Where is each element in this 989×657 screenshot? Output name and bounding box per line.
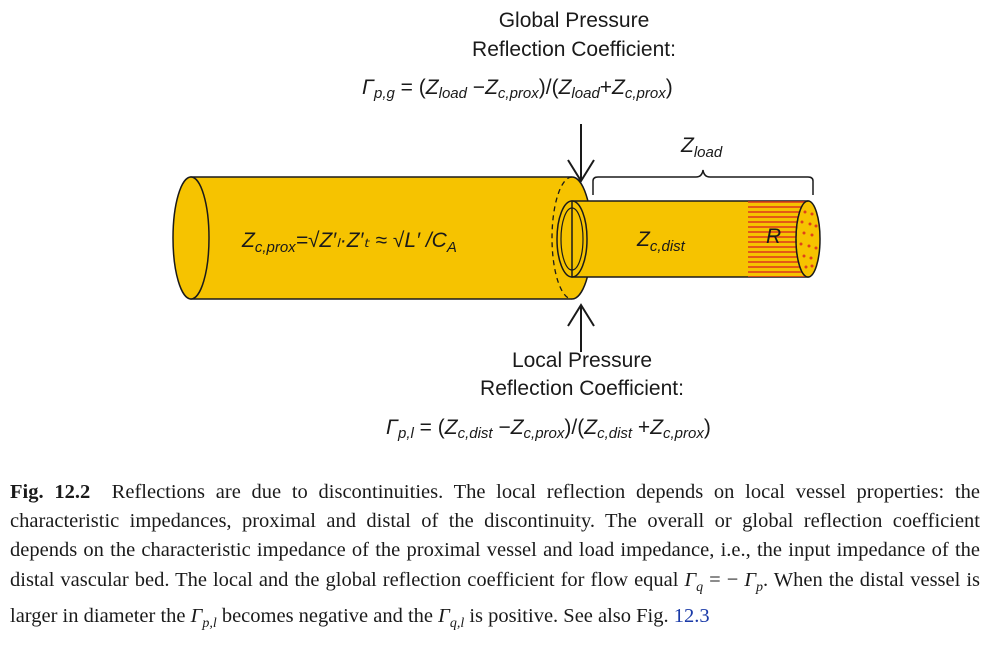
local-reflection-equation: Γp,l = (Zc,dist −Zc,prox)/(Zc,dist +Zc,p…	[386, 416, 711, 442]
distal-impedance-label: Zc,dist	[636, 228, 686, 255]
figure-label: Fig. 12.2	[10, 481, 91, 503]
figure-caption: Fig. 12.2 Reflections are due to discont…	[10, 481, 981, 631]
proximal-impedance-label: Zc,prox=√Z′ₗ·Z′ₜ ≈ √L′ /CA	[241, 229, 457, 256]
vessel-diagram: Zload Zc,prox=√Z′ₗ·Z′ₜ ≈ √L′ /CA Zc	[172, 124, 821, 352]
zload-brace	[592, 169, 814, 195]
resistance-label: R	[766, 225, 781, 248]
local-heading-line2: Reflection Coefficient:	[480, 377, 684, 400]
figure-reference-link[interactable]: 12.3	[673, 604, 710, 627]
global-arrow	[567, 124, 595, 183]
local-heading-line1: Local Pressure	[511, 349, 653, 372]
global-reflection-equation: Γp,g = (Zload −Zc,prox)/(Zload+Zc,prox)	[362, 76, 673, 102]
caption-text-1: Reflections are due to discontinuities. …	[10, 481, 980, 591]
resistance-dots	[799, 210, 818, 269]
zload-label: Zload	[680, 134, 723, 161]
proximal-vessel	[172, 176, 593, 300]
global-heading-line1: Global Pressure	[498, 9, 650, 32]
distal-vessel	[556, 200, 821, 278]
local-arrow	[567, 303, 595, 352]
global-heading-line2: Reflection Coefficient:	[472, 38, 676, 61]
